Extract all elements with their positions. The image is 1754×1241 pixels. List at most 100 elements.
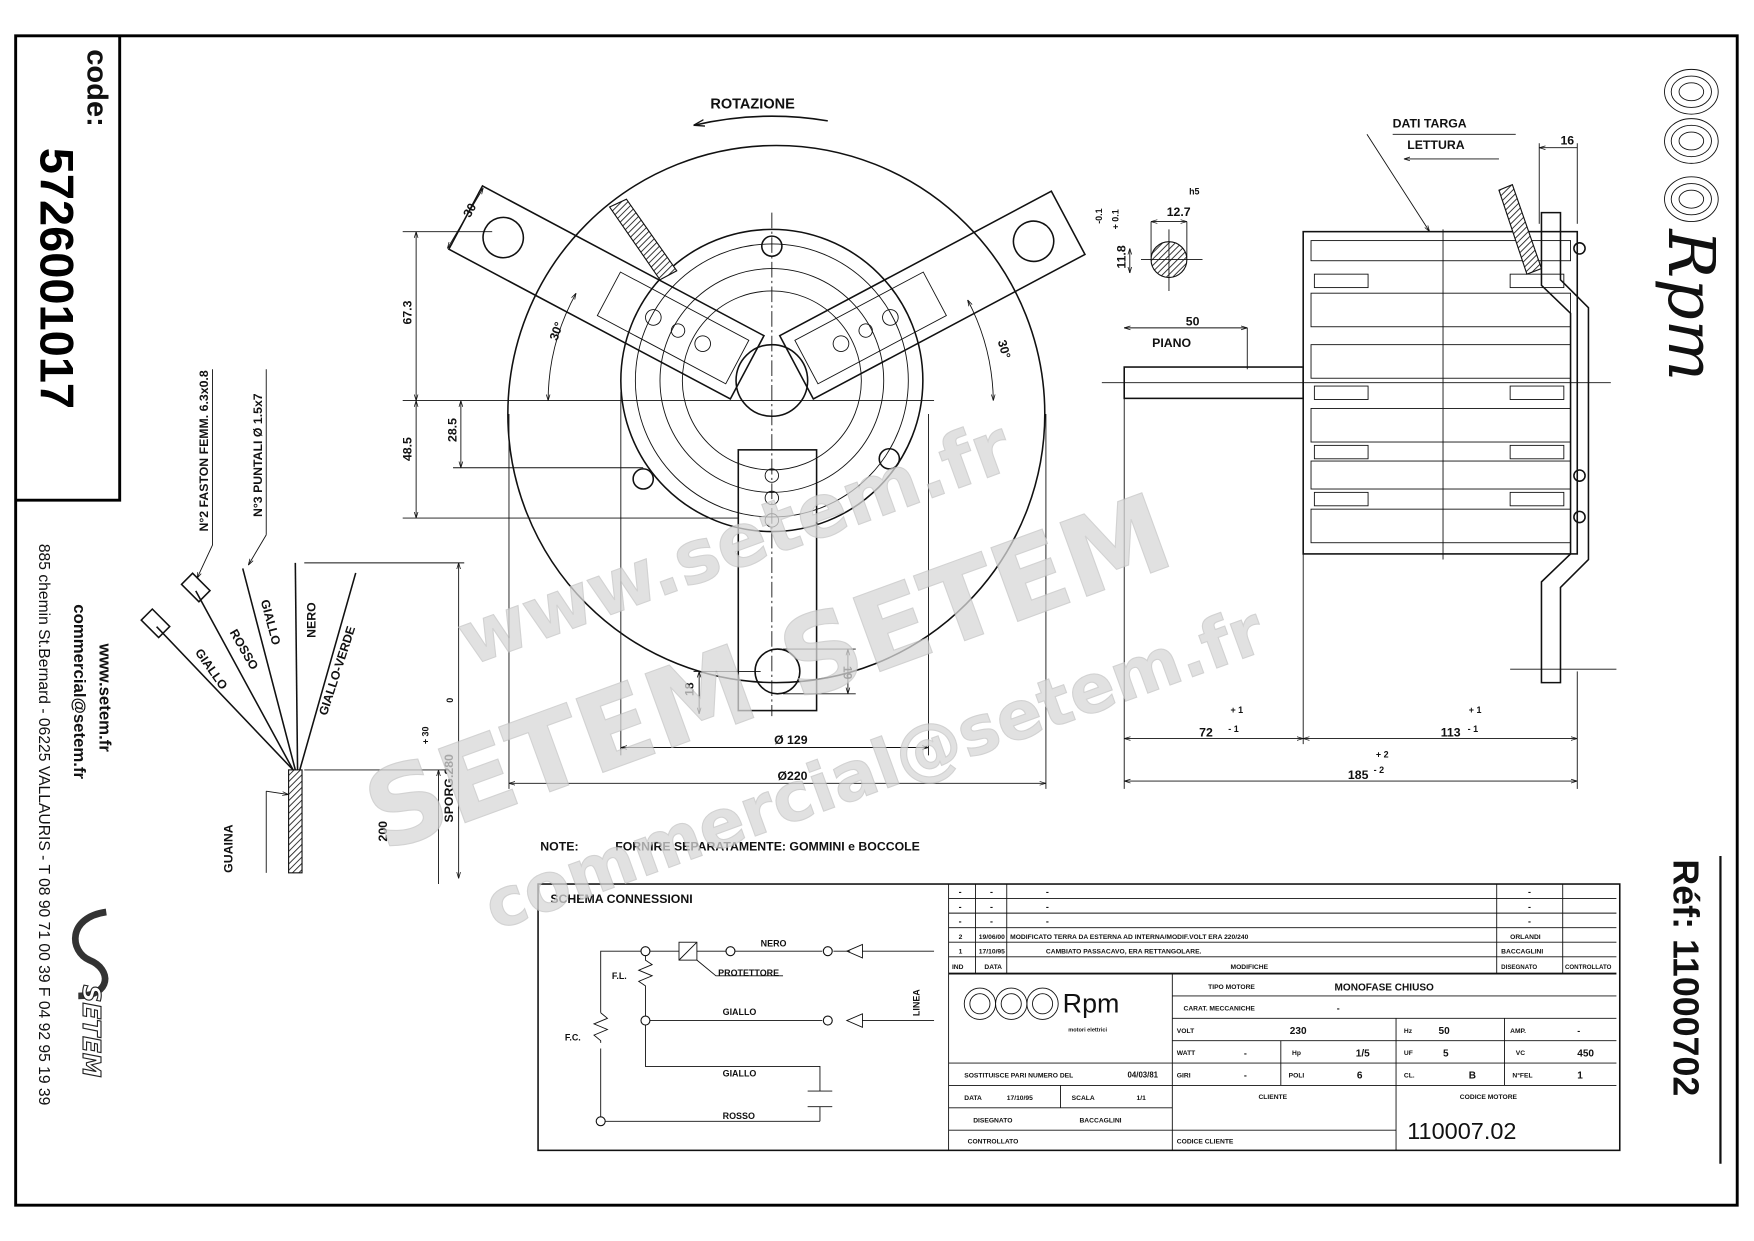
rev-drawn: ORLANDI [1510,934,1541,941]
dim-185-tol-plus: + 2 [1376,750,1389,760]
revision-table: - - - - - - - - - - - - 2 19/06/00 MODIF… [952,887,1612,971]
schema-protector: PROTETTORE [718,968,779,978]
dim-72-tol-minus: - 1 [1228,724,1238,734]
poles-label: POLI [1289,1073,1305,1080]
replaces-date: 04/03/81 [1128,1071,1159,1080]
reference-text: Réf: 11000702 [1665,859,1705,1096]
note-label: NOTE: [540,839,578,853]
scale-label: SCALA [1072,1095,1095,1102]
dealer-address: 885 chemin St.Bernard - 06225 VALLAURIS … [35,544,52,1105]
rev-ind: - [959,887,962,897]
revision-row: 2 19/06/00 MODIFICATO TERRA DA ESTERNA A… [959,934,1541,941]
dim-dia-129: Ø 129 [774,733,808,747]
dim-113-tol-minus: - 1 [1468,724,1478,734]
motor-code-label: CODICE MOTORE [1460,1094,1518,1101]
date-value: 17/10/95 [1007,1095,1033,1102]
code-value: 5726001017 [30,148,83,409]
rev-change: MODIFICATO TERRA DA ESTERNA AD INTERNA/M… [1010,934,1248,941]
revision-row: - - - - [959,916,1531,926]
rpm-title-logo: Rpm motori elettrici [963,987,1120,1034]
protrusion-label: SPORG.280 [442,754,456,823]
rev-drawn: - [1528,887,1531,897]
faston-note: N°2 FASTON FEMM. 6.3x0.8 [197,370,211,531]
motor-type-label: TIPO MOTORE [1208,984,1255,991]
schema-line: LINEA [912,989,922,1016]
front-view: Ø 129 Ø220 67.3 48.5 28.5 30 30° 30° 19 … [401,97,1087,789]
schema-fc: F.C. [565,1033,581,1043]
protrusion-tol-plus: + 30 [420,726,430,744]
rev-header-ind: IND [952,964,964,971]
shaft-diameter: 12.7 [1167,205,1191,219]
rev-change: CAMBIATO PASSACAVO, ERA RETTANGOLARE. [1046,948,1202,955]
schema-rosso: ROSSO [723,1111,755,1121]
dim-dia-220: Ø220 [777,769,807,783]
rev-drawn: - [1528,902,1531,912]
vc-label: VC [1516,1050,1525,1057]
dim-113-tol-plus: + 1 [1469,705,1482,715]
amp-label: AMP. [1510,1028,1526,1035]
client-label: CLIENTE [1258,1094,1287,1101]
shaft-fit: h5 [1189,187,1199,197]
rpm-label: GIRI [1177,1073,1191,1080]
dim-185: 185 [1348,768,1369,782]
dim-30: 30 [460,201,479,220]
motor-code-value: 110007.02 [1407,1118,1516,1144]
watt-label: WATT [1177,1050,1196,1057]
protrusion-tol-zero: 0 [445,698,455,703]
sheet-border [14,34,1739,1207]
class-value: B [1469,1071,1476,1082]
schema-giallo-2: GIALLO [723,1069,757,1079]
rev-header-change: MODIFICHE [1230,964,1268,971]
rev-date: - [990,916,993,926]
hp-label: Hp [1292,1050,1301,1057]
shaft-section: 12.7 h5 -0.1 + 0.1 11.8 [1094,187,1203,291]
date-label: DATA [964,1095,982,1102]
drawn-label: DISEGNATO [973,1117,1012,1124]
setem-logo: SETEM [72,908,109,1078]
dim-48-5: 48.5 [401,437,415,461]
uf-value: 5 [1443,1048,1449,1059]
rev-ind: - [959,902,962,912]
sheath-label: GUAINA [222,824,236,873]
title-logo-text: Rpm [1063,989,1120,1019]
volt-label: VOLT [1177,1028,1195,1035]
rev-drawn: BACCAGLINI [1501,948,1543,955]
volt-value: 230 [1290,1026,1307,1037]
rev-header-drawn: DISEGNATO [1501,964,1537,971]
mech-label: CARAT. MECCANICHE [1184,1005,1256,1012]
hz-label: Hz [1404,1028,1413,1035]
schema-nero: NERO [761,939,787,949]
wire-label-rosso: ROSSO [227,627,262,673]
schema-giallo-1: GIALLO [723,1007,757,1017]
schema-fl: F.L. [612,971,627,981]
rpm-value: - [1244,1071,1247,1081]
vc-value: 450 [1577,1048,1594,1059]
rpm-brand-logo: Rpm [1653,68,1728,381]
class-label: CL. [1404,1073,1415,1080]
rev-change: - [1046,902,1049,912]
hz-value: 50 [1439,1026,1451,1037]
wires-value: 1 [1577,1071,1583,1082]
dim-67-3: 67.3 [401,300,415,324]
dealer-info: www.setem.fr commercial@setem.fr 885 che… [35,544,114,1105]
revision-row: - - - - [959,887,1531,897]
rev-ind: - [959,916,962,926]
mech-value: - [1337,1004,1340,1014]
rotation-label: ROTAZIONE [710,97,795,113]
dim-72-tol-plus: + 1 [1230,705,1243,715]
rev-drawn: - [1528,916,1531,926]
scale-value: 1/1 [1137,1095,1147,1102]
rev-ind: 2 [959,934,963,941]
client-code-label: CODICE CLIENTE [1177,1139,1234,1146]
reading-label: LETTURA [1407,138,1464,152]
wiring-schematic: SCHEMA CONNESSIONI NERO PROTETTORE F.L. … [537,883,1621,1152]
replaces-label: SOSTITUISCE PARI NUMERO DEL [964,1073,1073,1080]
code-label: code: [80,49,112,127]
note-text: FORNIRE SEPARATAMENTE: GOMMINI e BOCCOLE [615,839,920,853]
shaft-tol-minus: -0.1 [1094,208,1104,223]
rpm-logo-text: Rpm [1653,228,1728,381]
plane-label: PIANO [1152,336,1191,350]
revision-row: - - - - [959,902,1531,912]
title-block: - - - - - - - - - - - - 2 19/06/00 MODIF… [948,884,1617,1151]
dim-18: 18 [683,682,697,696]
